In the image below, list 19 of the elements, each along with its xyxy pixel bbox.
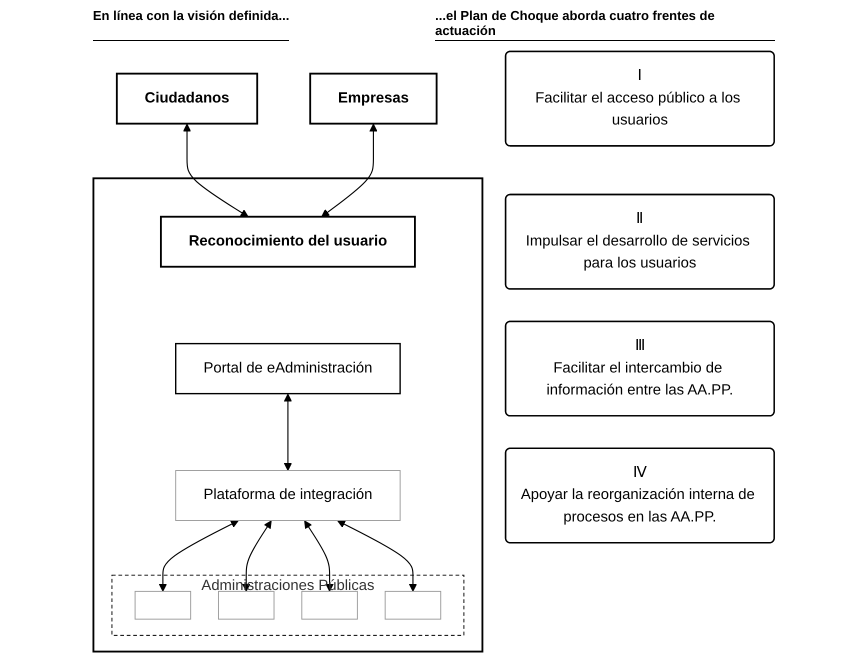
- node-box: Ciudadanos: [116, 72, 258, 124]
- arrow: [159, 520, 239, 592]
- arrow: [321, 123, 378, 217]
- node-box: Portal de eAdministración: [175, 342, 402, 394]
- arrow: [304, 520, 334, 592]
- cluster: [92, 176, 484, 652]
- arrow: [183, 123, 249, 217]
- node-box: [384, 590, 442, 620]
- node-box: [134, 590, 192, 620]
- node-box: [302, 590, 358, 620]
- node-box: Empresas: [309, 72, 438, 124]
- heading-text: En línea con la visión definida...: [92, 8, 290, 41]
- arrow: [337, 520, 418, 592]
- node-box: [218, 590, 275, 620]
- heading-text: ...el Plan de Choque aborda cuatro frentes de actuación: [435, 8, 776, 41]
- arrow: [284, 393, 292, 470]
- node-box: Reconocimiento del usuario: [160, 215, 416, 268]
- node-box: Plataforma de integración: [175, 470, 401, 520]
- arrow: [242, 520, 272, 592]
